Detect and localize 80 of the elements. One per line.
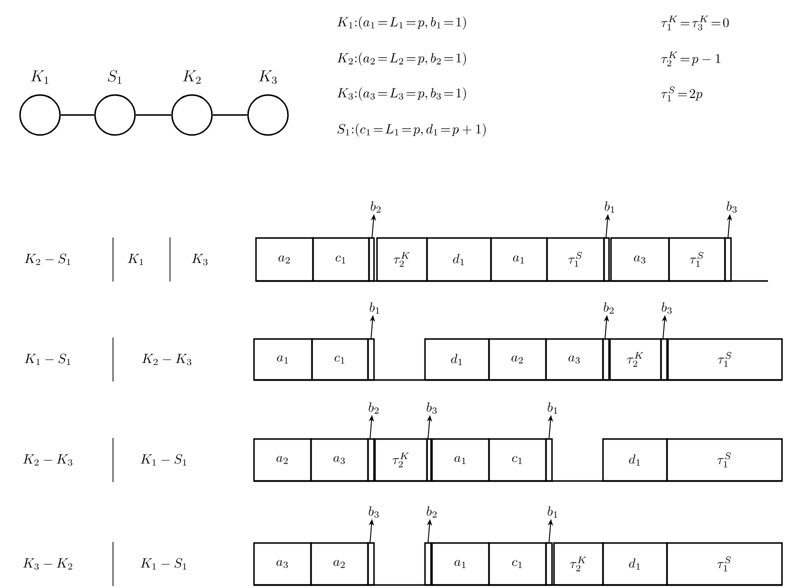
formula: $K_3\colon\! (a_3\!=\!L_3\!=\!p, b_3\!=\!1)$ — [337, 87, 466, 101]
arrow-label: $b_2$ — [370, 201, 381, 213]
arrow-label: $b_1$ — [548, 506, 558, 518]
formula: $S_1\colon\! (c_1\!=\!L_1\!=\!p, d_1\!=\!p+1)$ — [337, 123, 486, 137]
slot-box — [602, 338, 610, 381]
arrow-label: $b_3$ — [368, 506, 379, 518]
slot-box — [724, 237, 732, 282]
task-box: $a_3$ — [253, 542, 312, 586]
node-label: $K_3$ — [258, 70, 277, 84]
slot-box — [367, 542, 375, 586]
node-label: $K_2$ — [182, 70, 201, 84]
formula: $\tau_1^K\!=\!\tau_3^K\!=\!0$ — [661, 16, 729, 30]
row-label: $K_1-S_1$ — [140, 558, 186, 570]
slot-box — [367, 338, 375, 381]
row-label: $K_3$ — [192, 254, 208, 266]
arrow-label: $b_2$ — [604, 302, 614, 314]
arrow-label: $b_2$ — [368, 402, 379, 414]
task-box: $a_1$ — [490, 237, 548, 282]
task-box: $a_1$ — [431, 542, 490, 586]
task-box: $a_2$ — [488, 338, 547, 381]
task-box: $\tau_2^K$ — [609, 338, 662, 381]
task-box: $a_1$ — [431, 438, 490, 482]
task-box: $a_3$ — [310, 438, 369, 482]
task-box: $\tau_2^K$ — [553, 542, 604, 586]
row-label: $K_2-K_3$ — [23, 454, 72, 466]
arrow-label: $b_3$ — [426, 402, 437, 414]
task-box: $c_1$ — [312, 237, 370, 282]
task-box: $a_2$ — [253, 438, 312, 482]
formula: $K_2\colon\! (a_2\!=\!L_2\!=\!p, b_2\!=\!1)$ — [337, 52, 466, 66]
row-label: $K_3-K_2$ — [23, 558, 72, 570]
arrow-label: $b_1$ — [604, 201, 614, 213]
task-box: $d_1$ — [602, 438, 668, 482]
node-label: $K_1$ — [30, 70, 48, 84]
slot-box — [545, 542, 553, 586]
task-box: $\tau_2^K$ — [376, 237, 428, 282]
task-box: $d_1$ — [424, 338, 490, 381]
task-box: $\tau_1^S$ — [668, 237, 726, 282]
task-box: $d_1$ — [602, 542, 668, 586]
task-box: $a_3$ — [610, 237, 670, 282]
task-box: $a_2$ — [310, 542, 369, 586]
arrow-label: $b_1$ — [370, 302, 380, 314]
task-box: $\tau_1^S$ — [666, 542, 783, 586]
connector — [212, 114, 248, 116]
arrow-label: $b_3$ — [726, 201, 737, 213]
formula: $K_1\colon\! (a_1\!=\!L_1\!=\!p, b_1\!=\!1)$ — [337, 16, 466, 30]
slot-box — [367, 438, 375, 482]
task-box: $a_2$ — [255, 237, 314, 282]
graph-node: $K_2$ — [171, 70, 213, 136]
task-box: $a_1$ — [253, 338, 313, 381]
arrow-label: $b_3$ — [662, 302, 672, 314]
slot-box — [424, 542, 432, 586]
row-label: $K_1-S_1$ — [24, 354, 70, 366]
row-label: $K_1-S_1$ — [140, 454, 186, 466]
slot-box — [426, 438, 432, 482]
formula: $\tau_2^K\!=\!p-1$ — [661, 52, 720, 66]
slot-box — [368, 237, 375, 282]
task-box: $c_1$ — [488, 542, 547, 586]
task-box: $c_1$ — [311, 338, 369, 381]
slot-box — [603, 237, 610, 282]
row-label: $K_1$ — [128, 254, 144, 266]
task-box: $\tau_1^S$ — [666, 438, 783, 482]
graph-node: $S_1$ — [94, 70, 136, 136]
graph-node: $K_3$ — [247, 70, 289, 136]
node-label: $S_1$ — [108, 70, 122, 84]
slot-box — [545, 438, 553, 482]
task-box: $c_1$ — [488, 438, 547, 482]
task-box: $\tau_1^S$ — [667, 338, 783, 381]
arrow-label: $b_1$ — [548, 402, 558, 414]
row-label: $K_2-K_3$ — [142, 354, 192, 366]
arrow-label: $b_2$ — [426, 506, 437, 518]
connector — [60, 114, 94, 116]
task-box: $\tau_1^S$ — [546, 237, 605, 282]
connector — [136, 114, 172, 116]
row-label: $K_2-S_1$ — [24, 254, 70, 266]
task-box: $d_1$ — [426, 237, 492, 282]
slot-box — [660, 338, 668, 381]
formula: $\tau_1^S\!=\!2p$ — [661, 86, 702, 102]
task-box: $\tau_2^K$ — [374, 438, 428, 482]
task-box: $a_3$ — [545, 338, 604, 381]
graph-node: $K_1$ — [19, 70, 61, 136]
